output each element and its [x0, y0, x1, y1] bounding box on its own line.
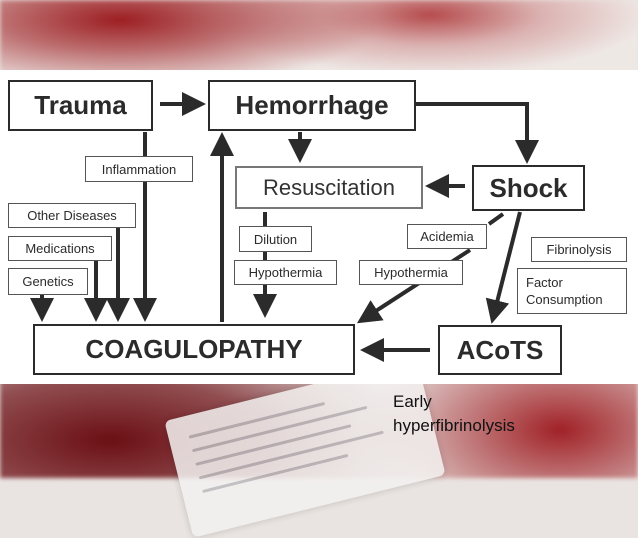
node-factor-consumption: Factor Consumption: [517, 268, 627, 314]
node-coagulopathy: COAGULOPATHY: [33, 324, 355, 375]
node-resuscitation: Resuscitation: [235, 166, 423, 209]
node-trauma: Trauma: [8, 80, 153, 131]
node-acots: ACoTS: [438, 325, 562, 375]
node-fibrinolysis: Fibrinolysis: [531, 237, 627, 262]
factor-consumption-line2: Consumption: [526, 292, 603, 307]
caption-text: Early hyperfibrinolysis: [393, 390, 515, 438]
node-acidemia: Acidemia: [407, 224, 487, 249]
node-medications: Medications: [8, 236, 112, 261]
node-shock: Shock: [472, 165, 585, 211]
node-inflammation: Inflammation: [85, 156, 193, 182]
caption-line1: Early: [393, 392, 432, 411]
node-genetics: Genetics: [8, 268, 88, 295]
node-hypothermia-left: Hypothermia: [234, 260, 337, 285]
node-other-diseases: Other Diseases: [8, 203, 136, 228]
node-dilution: Dilution: [239, 226, 312, 252]
factor-consumption-line1: Factor: [526, 275, 563, 290]
caption-line2: hyperfibrinolysis: [393, 416, 515, 435]
node-hypothermia-right: Hypothermia: [359, 260, 463, 285]
node-hemorrhage: Hemorrhage: [208, 80, 416, 131]
